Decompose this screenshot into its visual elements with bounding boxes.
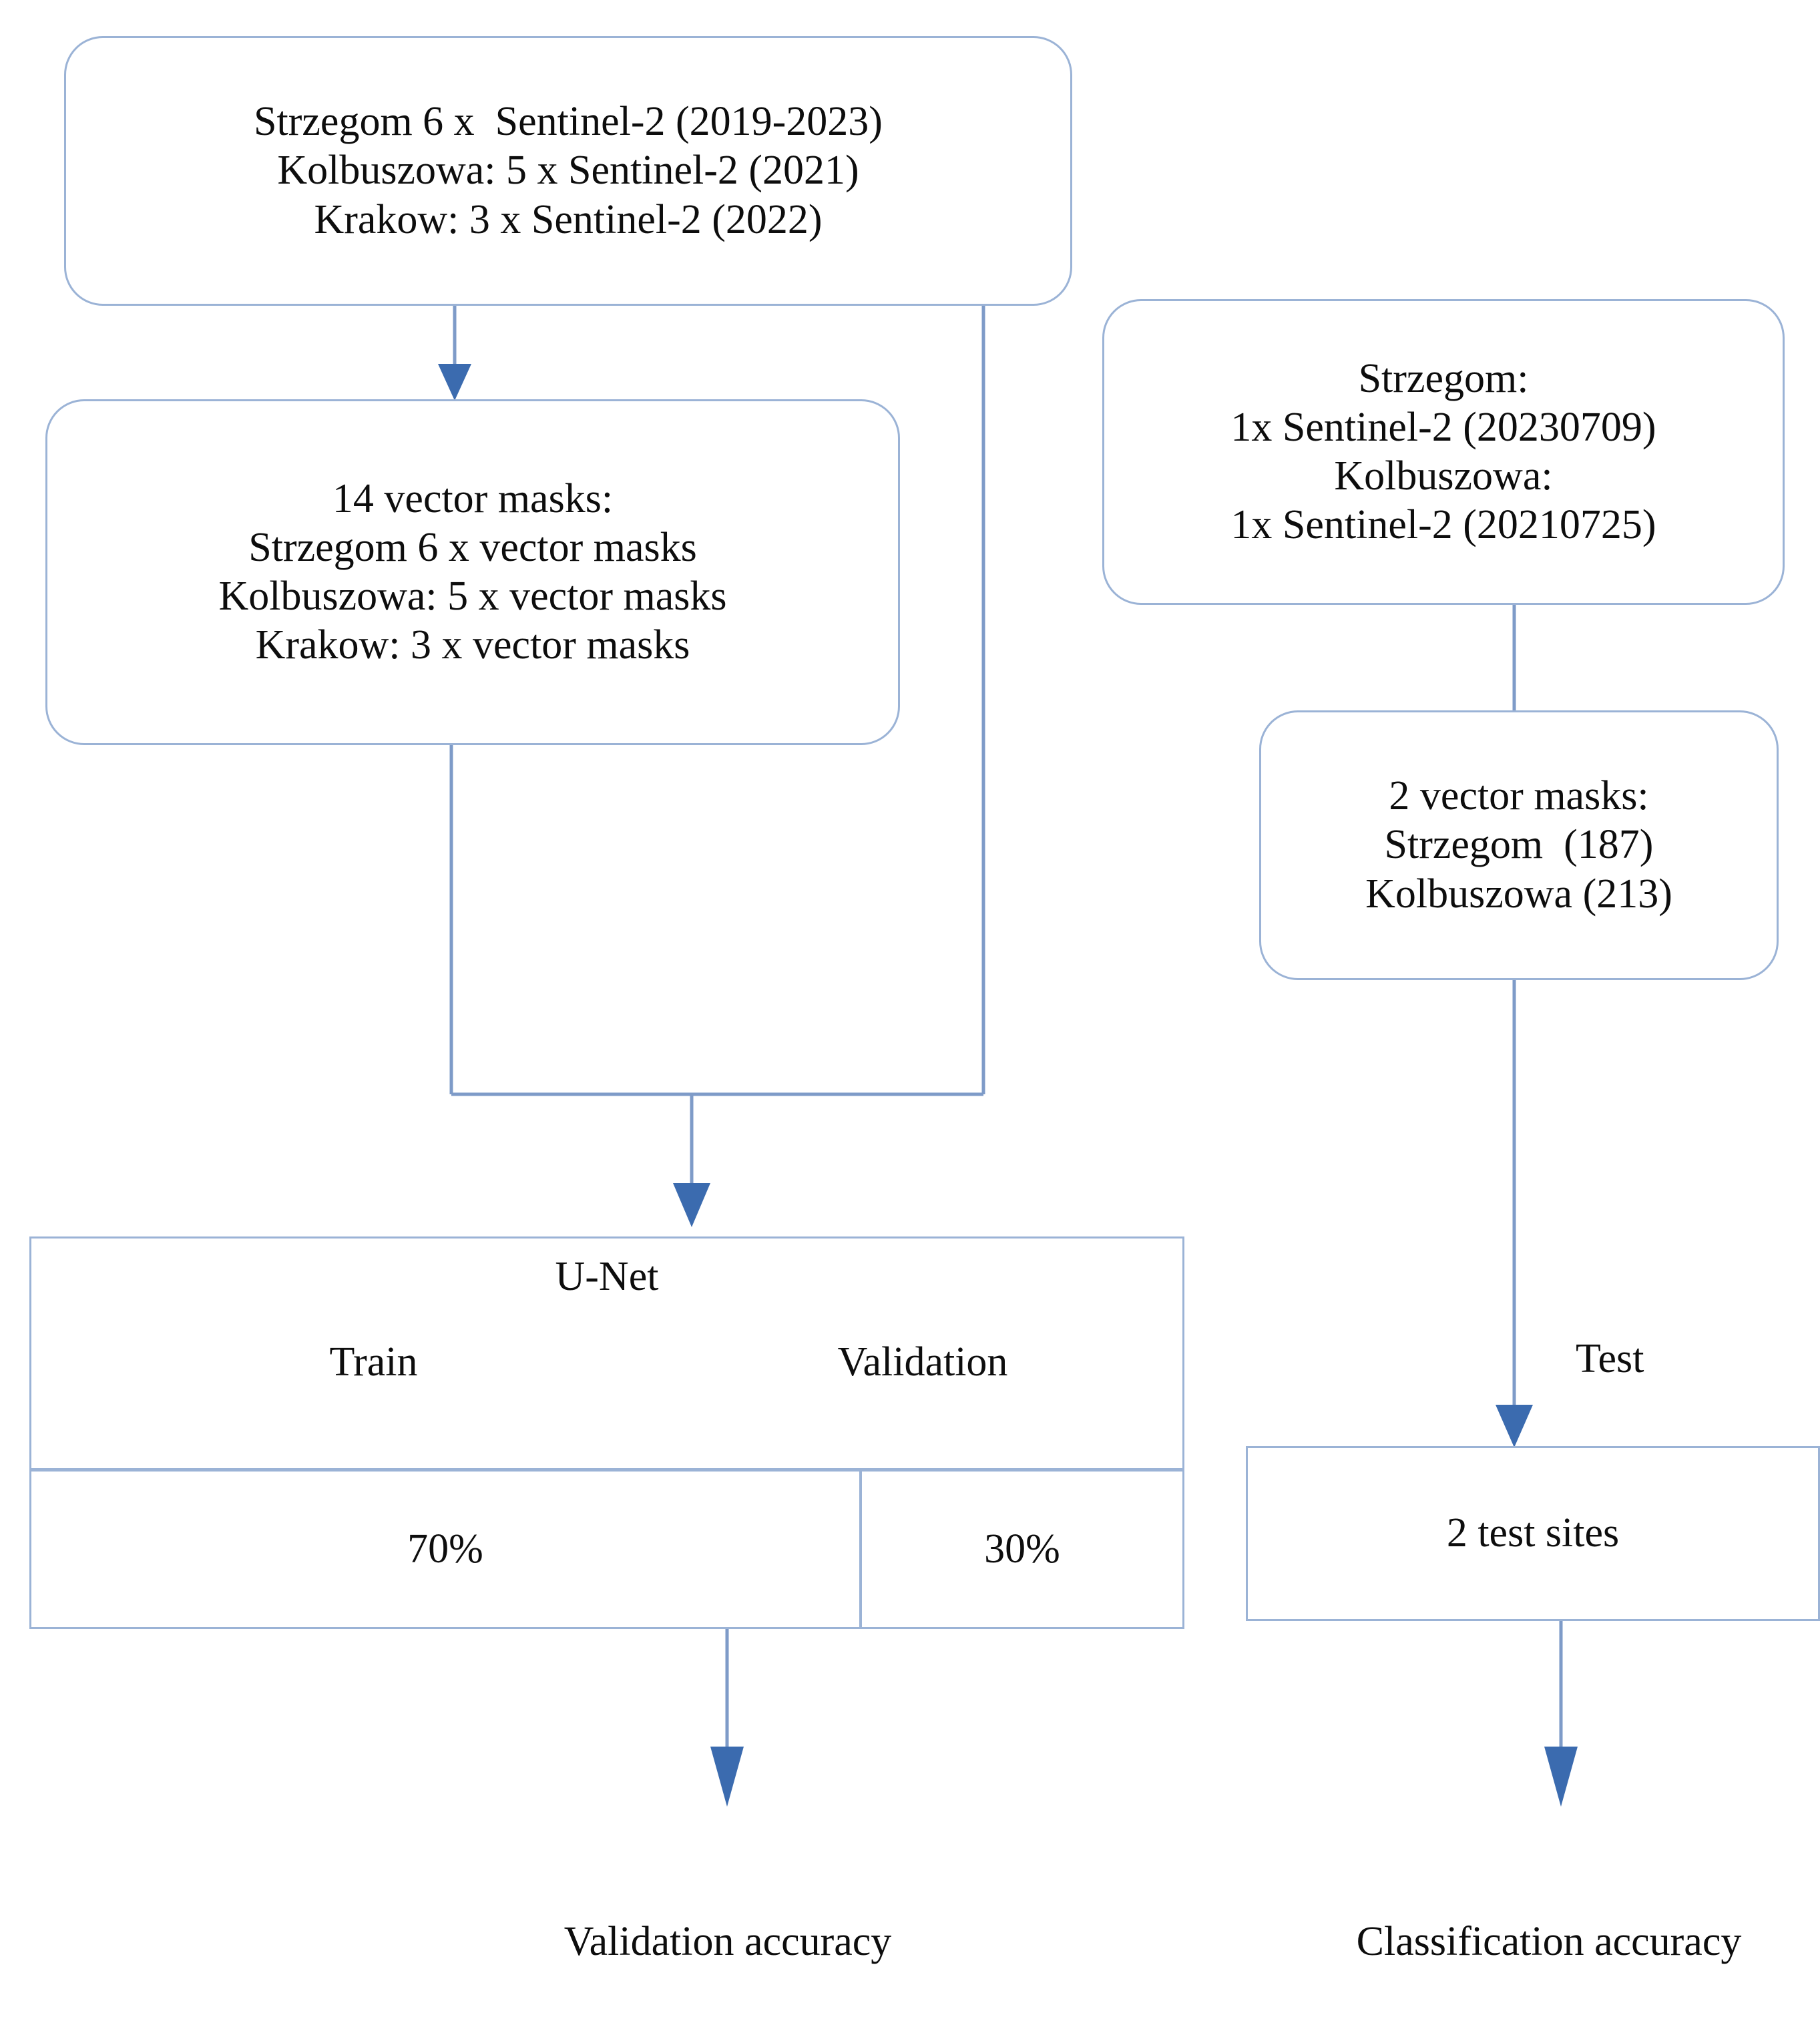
edge-unet-to-validation-output (710, 1629, 744, 1807)
unet-title: U-Net (555, 1254, 659, 1299)
input-images-line-3: Krakow: 3 x Sentinel-2 (2022) (314, 196, 823, 242)
unet-header-zone: U-Net Train Validation (31, 1238, 1182, 1468)
test-masks-line-3: Kolbuszowa (213) (1365, 871, 1672, 917)
training-masks-line-2: Strzegom 6 x vector masks (248, 524, 697, 570)
unet-value-validation: 30% (984, 1526, 1060, 1572)
test-images-line-2: 1x Sentinel-2 (20230709) (1230, 404, 1656, 450)
test-masks-line-1: 2 vector masks: (1389, 773, 1649, 819)
edge-testmasks-to-testsites (1496, 979, 1533, 1447)
input-images-line-1: Strzegom 6 x Sentinel-2 (2019-2023) (254, 99, 883, 145)
training-masks-line-3: Kolbuszowa: 5 x vector masks (218, 574, 727, 619)
test-images-line-4: 1x Sentinel-2 (20210725) (1230, 502, 1656, 548)
node-test-sites[interactable]: 2 test sites (1246, 1446, 1820, 1621)
node-input-images[interactable]: Strzegom 6 x Sentinel-2 (2019-2023) Kolb… (64, 36, 1072, 306)
node-test-vector-masks[interactable]: 2 vector masks: Strzegom (187) Kolbuszow… (1259, 710, 1779, 980)
test-sites-label: 2 test sites (1446, 1510, 1620, 1556)
edge-merge-to-unet (673, 1094, 710, 1227)
test-masks-line-2: Strzegom (187) (1384, 822, 1654, 868)
unet-table[interactable]: U-Net Train Validation 70% 30% (29, 1236, 1184, 1629)
test-images-line-3: Kolbuszowa: (1334, 453, 1553, 499)
input-images-line-2: Kolbuszowa: 5 x Sentinel-2 (2021) (277, 148, 859, 194)
test-images-line-1: Strzegom: (1358, 355, 1529, 401)
training-masks-line-4: Krakow: 3 x vector masks (255, 622, 690, 668)
unet-column-validation: Validation (837, 1339, 1008, 1385)
classification-output-line-1: Classification accuracy (1356, 1918, 1742, 1964)
unet-column-train: Train (329, 1339, 418, 1385)
node-training-vector-masks[interactable]: 14 vector masks: Strzegom 6 x vector mas… (45, 399, 900, 745)
validation-output-line-1: Validation accuracy (563, 1918, 892, 1964)
unet-column-divider (859, 1472, 862, 1627)
node-test-images[interactable]: Strzegom: 1x Sentinel-2 (20230709) Kolbu… (1102, 299, 1785, 605)
training-masks-line-1: 14 vector masks: (332, 475, 614, 521)
output-validation-accuracy: Validation accuracy - confusion matrix -… (374, 1817, 1082, 2031)
edge-input-to-training-masks (438, 304, 471, 401)
unet-value-train: 70% (407, 1526, 483, 1572)
unet-header-divider (31, 1468, 1182, 1472)
edge-label-test: Test (1576, 1336, 1644, 1381)
edge-testsites-to-classification-output (1544, 1621, 1578, 1807)
output-classification-accuracy: Classification accuracy - confusion matr… (1195, 1817, 1820, 2031)
